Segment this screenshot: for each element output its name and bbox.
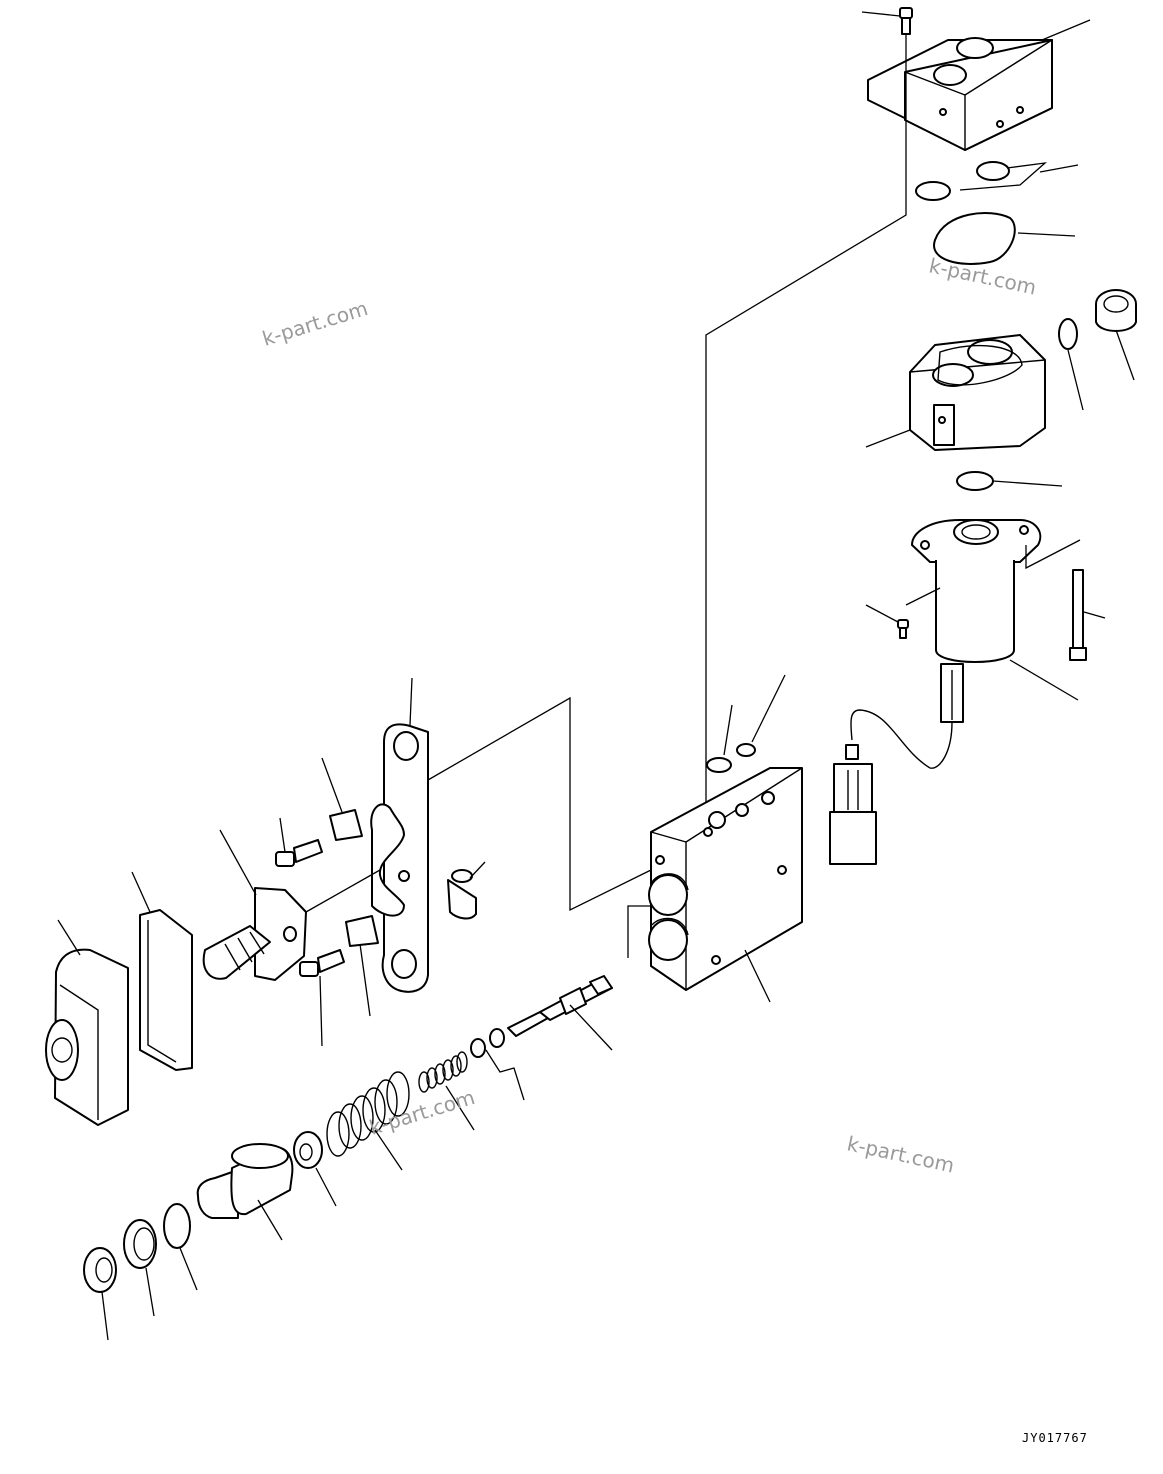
gasket-plate — [933, 212, 1076, 265]
small-washers — [470, 1028, 525, 1101]
connector-plug — [829, 744, 877, 865]
cap-o-ring — [1058, 318, 1084, 411]
rubber-cover — [131, 871, 193, 1071]
assembly-leader-line-2 — [427, 696, 652, 912]
solenoid-assembly — [850, 519, 1079, 769]
small-o-rings — [915, 161, 1079, 201]
valve-housing — [865, 334, 1046, 451]
watermark-4: k-part.com — [845, 1131, 957, 1177]
detent-lever — [370, 803, 410, 917]
outer-spring — [326, 1071, 410, 1171]
pin — [447, 861, 486, 920]
dust-seal — [83, 1247, 117, 1341]
shim-plates — [321, 757, 379, 1017]
main-valve-body — [648, 767, 803, 1003]
plunger-with-bracket — [202, 829, 381, 981]
valve-spool — [507, 975, 613, 1051]
top-valve-block — [867, 19, 1091, 151]
large-o-ring — [163, 1203, 198, 1291]
inner-spring — [418, 1051, 475, 1131]
assembly-leader-line-1 — [705, 34, 907, 860]
plug-cap — [1095, 289, 1137, 381]
lever-plate — [381, 677, 429, 993]
drawing-code: JY017767 — [1022, 1431, 1088, 1445]
piston — [196, 1143, 294, 1241]
valve-body-o-rings — [706, 674, 786, 773]
end-cover — [45, 919, 129, 1126]
assembly-leader-line-3 — [627, 905, 651, 958]
solenoid-small-screw — [865, 587, 941, 639]
spring-seat — [293, 1131, 337, 1207]
cap-screws — [275, 817, 345, 1047]
top-bolt — [861, 7, 913, 35]
bushing — [123, 1219, 157, 1317]
watermark-1: k-part.com — [259, 296, 370, 351]
housing-o-ring — [956, 471, 1063, 491]
watermark-3: k-part.com — [366, 1085, 477, 1140]
solenoid-mount-bolt — [1025, 539, 1106, 661]
